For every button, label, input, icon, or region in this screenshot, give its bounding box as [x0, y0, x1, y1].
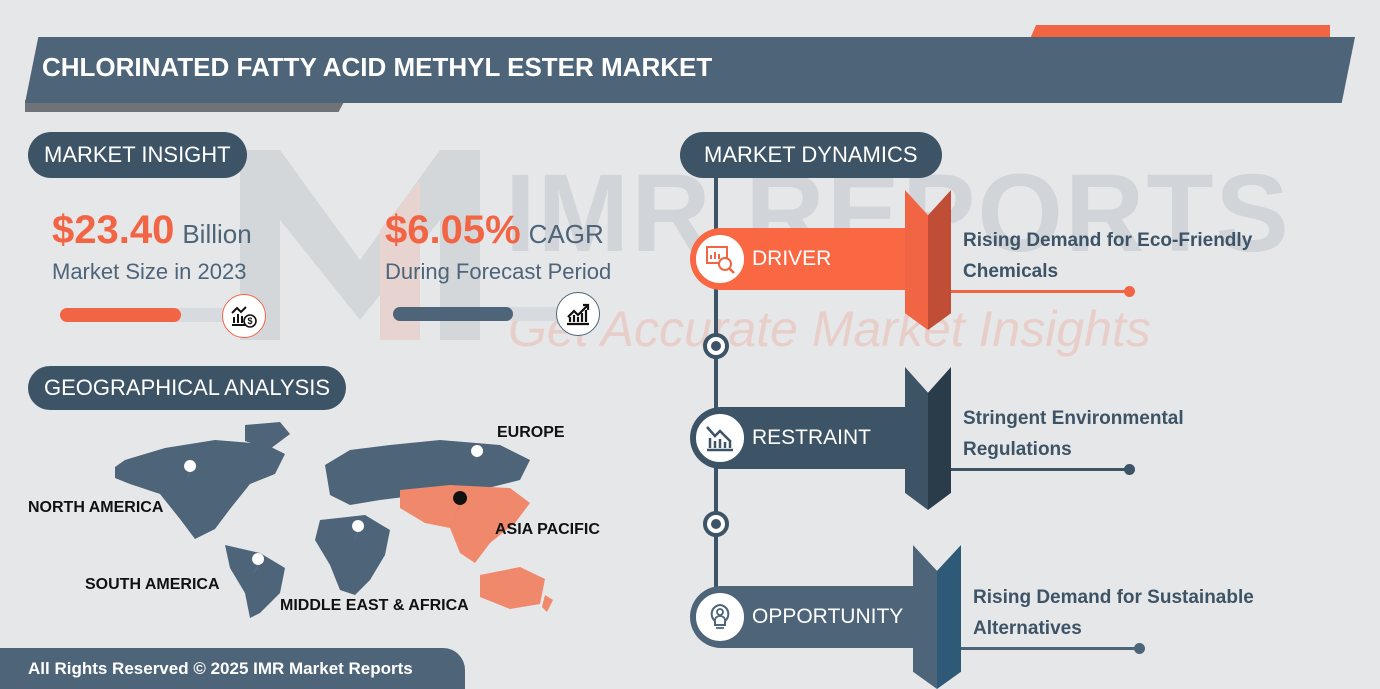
- restraint-text: Stringent Environmental Regulations: [963, 408, 1184, 460]
- svg-text:$: $: [247, 316, 252, 326]
- cagr-value: $6.05%: [385, 208, 521, 252]
- cagr-bar-fill: [393, 307, 514, 321]
- region-label: MIDDLE EAST & AFRICA: [280, 597, 469, 614]
- growth-chart-icon: [556, 292, 600, 336]
- watermark-logo-icon: [240, 150, 480, 340]
- market-dynamics-heading: MARKET DYNAMICS: [680, 132, 942, 178]
- restraint-leader-line: [951, 468, 1129, 471]
- geo-heading: GEOGRAPHICAL ANALYSIS: [28, 366, 347, 410]
- market-size-bar: [60, 308, 240, 322]
- driver-label: DRIVER: [752, 247, 832, 270]
- world-map: [115, 422, 553, 618]
- pin-africa-icon: [352, 520, 365, 542]
- market-size-value: $23.40: [52, 208, 175, 252]
- pin-south-america-icon: [252, 553, 265, 575]
- cagr-stat: $6.05%CAGR: [385, 208, 604, 253]
- timeline-node: [703, 333, 729, 359]
- pin-asia-pacific-icon: [453, 491, 468, 517]
- region-label: NORTH AMERICA: [28, 499, 164, 516]
- pin-north-america-icon: [184, 460, 197, 482]
- restraint-label: RESTRAINT: [752, 426, 872, 449]
- region-label: EUROPE: [497, 424, 565, 441]
- africa-shape: [315, 515, 390, 595]
- north-america-shape: [115, 440, 285, 539]
- driver-leader-line: [951, 290, 1129, 293]
- title-accent: [1030, 25, 1330, 39]
- region-label: ASIA PACIFIC: [495, 521, 600, 538]
- restraint-ribbon: [905, 367, 951, 510]
- cagr-bar: [393, 307, 578, 321]
- chart-dollar-icon: $: [222, 294, 266, 338]
- title-shadow: [25, 100, 345, 112]
- driver-leader-dot: [1124, 286, 1135, 297]
- title-banner: [25, 37, 1355, 103]
- watermark-tagline: Get Accurate Market Insights: [508, 301, 1151, 357]
- analytics-magnifier-icon: [694, 233, 746, 285]
- restraint-leader-dot: [1124, 464, 1135, 475]
- opportunity-label: OPPORTUNITY: [752, 605, 904, 628]
- opportunity-text: Rising Demand for Sustainable Alternativ…: [973, 587, 1254, 639]
- driver-text: Rising Demand for Eco-Friendly Chemicals: [963, 230, 1253, 282]
- cagr-unit: CAGR: [528, 219, 604, 249]
- driver-ribbon: [905, 190, 951, 330]
- cagr-label: During Forecast Period: [385, 259, 612, 284]
- lightbulb-person-icon: [694, 591, 746, 643]
- opportunity-leader-line: [961, 647, 1139, 650]
- market-size-label: Market Size in 2023: [52, 259, 247, 284]
- page-title: CHLORINATED FATTY ACID METHYL ESTER MARK…: [42, 52, 713, 82]
- greenland-shape: [245, 422, 290, 449]
- opportunity-ribbon: [913, 545, 961, 689]
- footer-copyright: All Rights Reserved © 2025 IMR Market Re…: [0, 648, 465, 689]
- pin-europe-icon: [471, 445, 484, 467]
- market-size-unit: Billion: [182, 219, 252, 249]
- timeline-node: [703, 511, 729, 537]
- declining-chart-icon: [694, 412, 746, 464]
- asia-pacific-shape: [400, 485, 553, 612]
- opportunity-leader-dot: [1134, 643, 1145, 654]
- region-label: SOUTH AMERICA: [85, 576, 220, 593]
- south-america-shape: [225, 545, 285, 618]
- market-insight-heading: MARKET INSIGHT: [28, 132, 247, 178]
- market-size-bar-fill: [60, 308, 181, 322]
